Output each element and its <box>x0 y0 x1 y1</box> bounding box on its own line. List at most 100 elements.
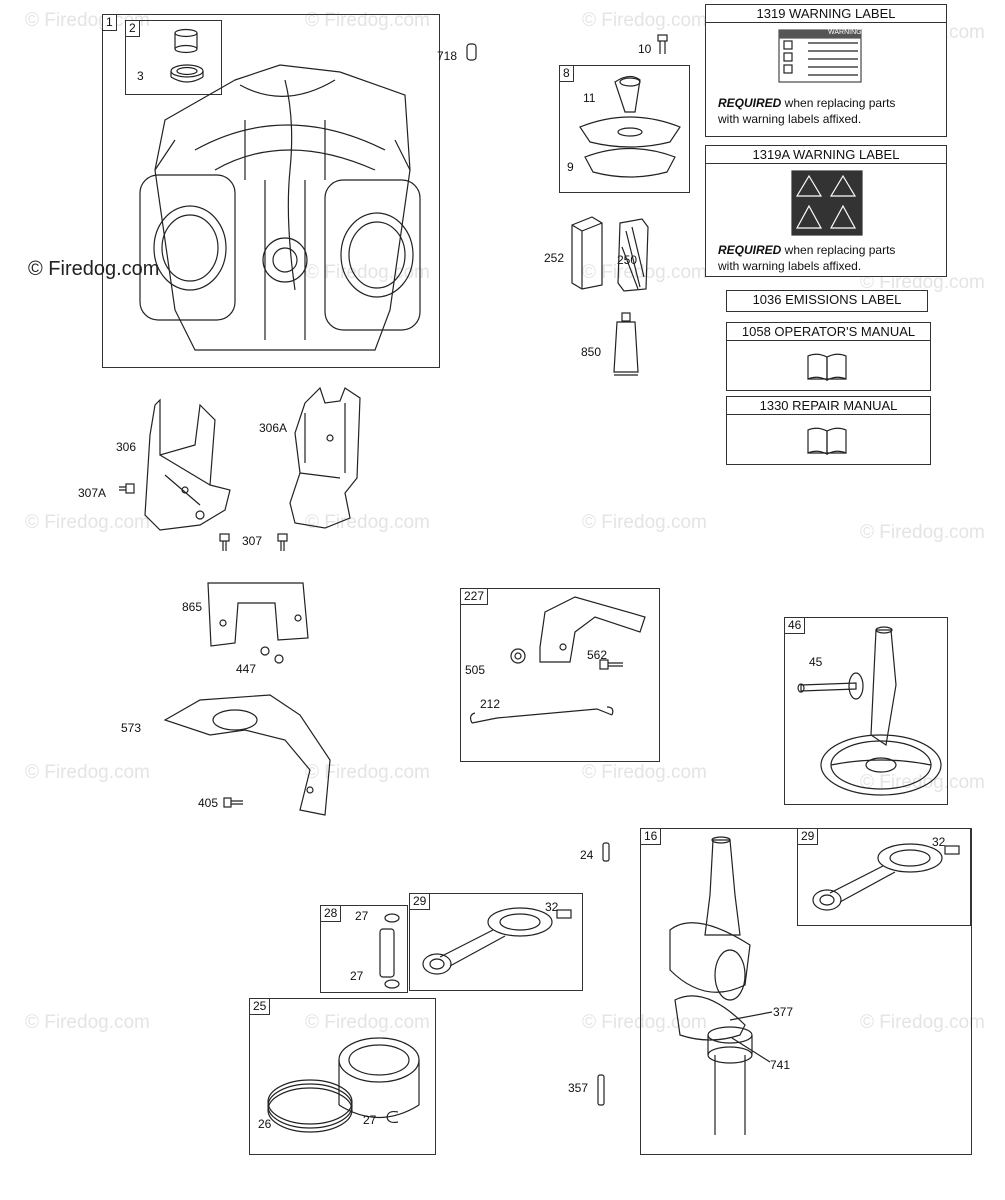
camshaft-drawing <box>797 626 942 796</box>
part-number: 405 <box>198 796 219 810</box>
watermark: © Firedog.com <box>305 10 430 31</box>
watermark: © Firedog.com <box>582 512 707 533</box>
part-number: 741 <box>770 1058 791 1072</box>
part-number: 562 <box>587 648 608 662</box>
group-28-box: 28 <box>320 905 408 993</box>
part-number: 212 <box>480 697 501 711</box>
watermark: © Firedog.com <box>582 1012 707 1033</box>
bushing-drawing <box>170 28 204 83</box>
group-number: 2 <box>126 21 140 37</box>
watermark: © Firedog.com <box>582 762 707 783</box>
filter-block-drawing <box>571 216 603 290</box>
group-29-box: 29 <box>409 893 583 991</box>
bolt-drawing <box>657 34 668 54</box>
leader-line <box>729 1011 773 1063</box>
part-number: 306 <box>116 440 137 454</box>
filter-sponge-drawing <box>617 218 649 292</box>
connecting-rod-drawing <box>812 843 960 911</box>
group-number: 8 <box>560 66 574 82</box>
emissions-label-card: 1036 EMISSIONS LABEL <box>726 290 928 312</box>
watermark: © Firedog.com <box>305 1012 430 1033</box>
group-25-box: 25 <box>249 998 436 1155</box>
card-title: 1319A WARNING LABEL <box>706 146 946 164</box>
required-note: REQUIRED when replacing parts with warni… <box>708 242 905 274</box>
screw-drawing <box>219 533 230 551</box>
required-text: with warning labels affixed. <box>718 259 862 273</box>
watermark: © Firedog.com <box>305 262 430 283</box>
group-46-box: 46 <box>784 617 948 805</box>
card-title: 1330 REPAIR MANUAL <box>727 397 930 415</box>
required-text: with warning labels affixed. <box>718 112 862 126</box>
part-number: 307A <box>78 486 107 500</box>
part-number: 306A <box>259 421 288 435</box>
watermark: © Firedog.com <box>860 772 985 793</box>
group-2-box: 2 <box>125 20 222 95</box>
dowel-pin-drawing <box>466 43 477 61</box>
air-guide-drawing <box>144 398 231 531</box>
repair-manual-card: 1330 REPAIR MANUAL <box>726 396 931 465</box>
group-number: 1 <box>103 15 117 31</box>
operators-manual-card: 1058 OPERATOR'S MANUAL <box>726 322 931 391</box>
retaining-ring-drawing <box>386 1110 399 1124</box>
group-number: 16 <box>641 829 662 845</box>
part-number: 307 <box>242 534 263 548</box>
screw-drawing <box>260 646 284 664</box>
watermark: © Firedog.com <box>582 10 707 31</box>
part-number: 850 <box>581 345 602 359</box>
shield-drawing <box>207 582 309 647</box>
part-number: 718 <box>437 49 458 63</box>
required-note: REQUIRED when replacing parts with warni… <box>708 95 905 127</box>
group-number: 46 <box>785 618 806 634</box>
warning-label-card: 1319 WARNING LABEL WARNING REQUIRED when… <box>705 4 947 137</box>
washer-drawing <box>510 648 526 664</box>
watermark: © Firedog.com <box>860 522 985 543</box>
part-number: 27 <box>363 1113 377 1127</box>
governor-link-drawing <box>469 706 614 724</box>
card-title: 1036 EMISSIONS LABEL <box>752 292 902 307</box>
connecting-rod-drawing <box>422 907 572 975</box>
watermark: © Firedog.com <box>305 512 430 533</box>
watermark: © Firedog.com <box>305 762 430 783</box>
part-number: 573 <box>121 721 142 735</box>
watermark-main: © Firedog.com <box>28 258 160 280</box>
warning-pictograms-drawing <box>791 170 863 236</box>
sealant-tube-drawing <box>613 312 639 376</box>
pin-drawing <box>602 842 610 862</box>
part-number: 26 <box>258 1117 272 1131</box>
part-number: 11 <box>583 91 596 105</box>
air-guide-drawing <box>289 386 361 529</box>
part-number: 505 <box>465 663 486 677</box>
required-word: REQUIRED <box>718 96 782 110</box>
sticker-heading: WARNING <box>828 29 862 36</box>
warning-label-card: 1319A WARNING LABEL REQUIRED when replac… <box>705 145 947 277</box>
card-title: 1319 WARNING LABEL <box>706 5 946 23</box>
watermark: © Firedog.com <box>582 262 707 283</box>
group-number: 227 <box>461 589 489 605</box>
warning-sticker-drawing <box>778 29 862 83</box>
group-number: 25 <box>250 999 271 1015</box>
blower-housing-drawing <box>163 694 331 816</box>
group-number: 29 <box>410 894 431 910</box>
cylinder-block-drawing <box>139 64 421 351</box>
screw-drawing <box>119 483 135 494</box>
screw-drawing <box>223 797 243 808</box>
piston-pin-drawing <box>379 913 400 989</box>
part-number: 27 <box>355 909 369 923</box>
watermark: © Firedog.com <box>25 762 150 783</box>
group-8-box: 8 <box>559 65 690 193</box>
card-title: 1058 OPERATOR'S MANUAL <box>727 323 930 341</box>
part-number: 10 <box>638 42 652 56</box>
bolt-drawing <box>599 659 623 670</box>
part-number: 32 <box>932 835 946 849</box>
group-227-box: 227 <box>460 588 660 762</box>
watermark: © Firedog.com <box>25 1012 150 1033</box>
part-number: 252 <box>544 251 565 265</box>
watermark: © Firedog.com <box>860 272 985 293</box>
book-icon <box>807 427 847 455</box>
group-number: 29 <box>798 829 819 845</box>
breather-assembly-drawing <box>579 75 681 178</box>
part-number: 357 <box>568 1081 589 1095</box>
watermark: © Firedog.com <box>860 1012 985 1033</box>
part-number: 24 <box>580 848 594 862</box>
screw-drawing <box>277 533 288 551</box>
